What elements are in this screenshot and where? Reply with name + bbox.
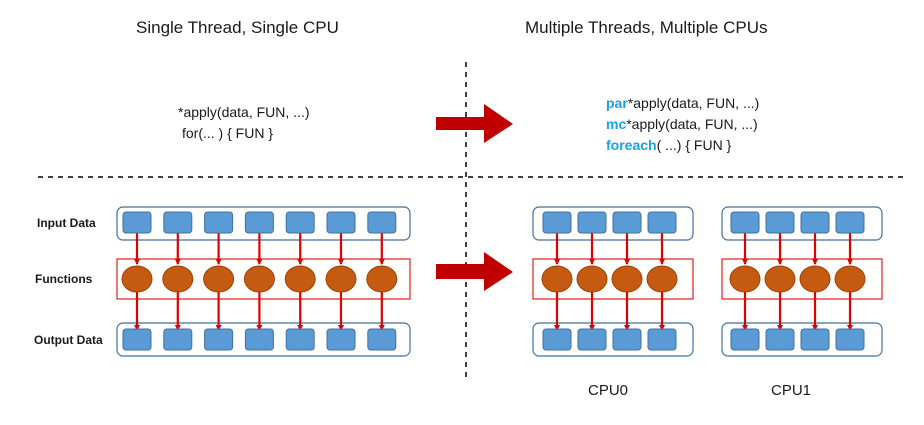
single-output-box [285,328,315,351]
keyword-foreach: foreach [606,137,657,153]
cpu1-function-node [729,265,761,293]
cpu1-function-node [799,265,831,293]
cpu1-label: CPU1 [771,382,812,399]
cpu1-output-box [800,328,830,351]
single-function-node [243,265,275,293]
single-output-box [122,328,152,351]
cpu0-function-node [646,265,678,293]
cpu0-function-node [576,265,608,293]
code-line-apply: *apply(data, FUN, ...) [178,104,310,120]
single-input-box [367,211,397,234]
code-rest: ( ...) { FUN } [656,137,732,153]
left-code-block: *apply(data, FUN, ...) for(... ) { FUN } [178,102,310,144]
right-code-block: par*apply(data, FUN, ...) mc*apply(data,… [606,93,759,156]
cpu0-input-box [612,211,642,234]
cpu1-output-box [835,328,865,351]
single-input-box [326,211,356,234]
cpu0-function-node [541,265,573,293]
keyword-mc: mc [606,116,627,132]
single-output-box [244,328,274,351]
single-input-box [285,211,315,234]
cpu0-input-box [647,211,677,234]
cpu1-input-box [730,211,760,234]
cpu0-output-box [612,328,642,351]
single-input-box [204,211,234,234]
single-function-node [325,265,357,293]
cpu0-input-box [577,211,607,234]
cpu0-output-box [647,328,677,351]
single-function-node [366,265,398,293]
code-line-foreach: foreach( ...) { FUN } [606,135,759,156]
big-arrow-top [436,104,513,143]
cpu1-output-box [765,328,795,351]
single-input-box [122,211,152,234]
code-rest: *apply(data, FUN, ...) [627,95,760,111]
single-output-box [367,328,397,351]
big-arrow-middle [436,252,513,291]
cpu1-input-box [835,211,865,234]
cpu0-input-box [542,211,572,234]
right-title: Multiple Threads, Multiple CPUs [525,18,768,37]
single-output-box [163,328,193,351]
cpu0-output-box [577,328,607,351]
single-function-node [203,265,235,293]
code-rest: *apply(data, FUN, ...) [626,116,758,132]
cpu0-output-box [542,328,572,351]
single-output-box [326,328,356,351]
cpu1-function-node [834,265,866,293]
code-line-mcapply: mc*apply(data, FUN, ...) [606,114,759,135]
single-function-node [121,265,153,293]
cpu1-function-node [764,265,796,293]
single-function-node [284,265,316,293]
row-label-functions: Functions [35,272,93,286]
single-input-box [163,211,193,234]
single-input-box [244,211,274,234]
single-function-node [162,265,194,293]
cpu0-function-node [611,265,643,293]
single-output-box [204,328,234,351]
code-line-for: for(... ) { FUN } [182,125,274,141]
keyword-par: par [606,95,628,111]
cpu1-output-box [730,328,760,351]
code-line-parapply: par*apply(data, FUN, ...) [606,93,759,114]
cpu1-input-box [800,211,830,234]
cpu0-label: CPU0 [588,382,629,399]
cpu1-input-box [765,211,795,234]
left-title: Single Thread, Single CPU [136,18,339,37]
row-label-output: Output Data [34,333,103,347]
row-label-input: Input Data [37,216,96,230]
